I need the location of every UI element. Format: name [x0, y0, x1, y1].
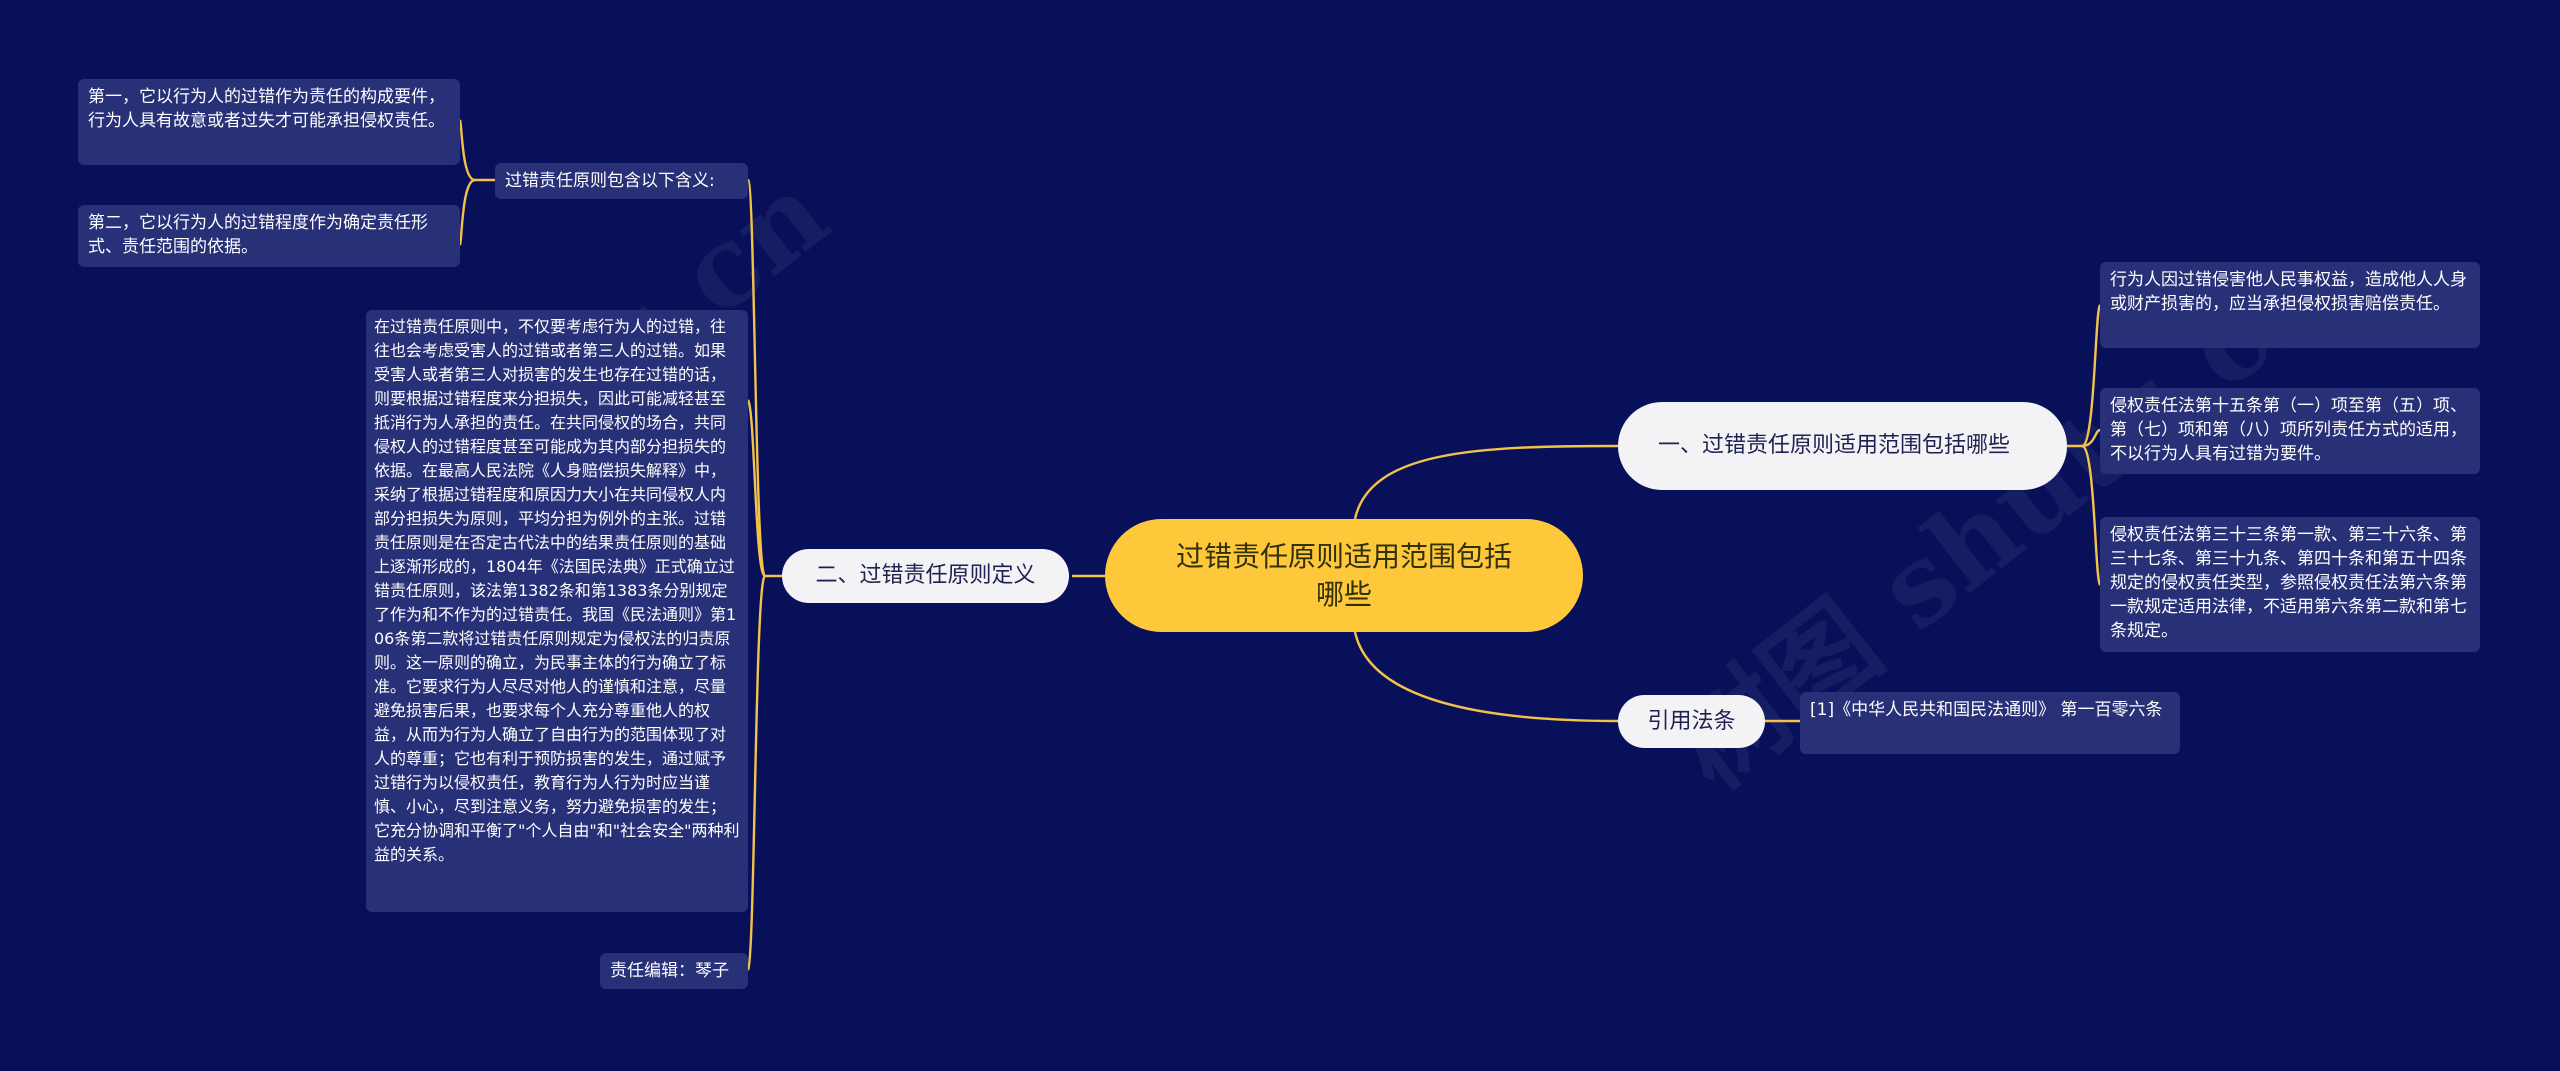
branch-definition[interactable]: 二、过错责任原则定义 — [782, 549, 1069, 603]
scope-leaf-3-text: 侵权责任法第三十三条第一款、第三十六条、第三十七条、第三十九条、第四十条和第五十… — [2110, 525, 2467, 641]
citation-leaf-1-text: [1]《中华人民共和国民法通则》 第一百零六条 — [1810, 700, 2163, 720]
meaning-leaf-1[interactable]: 第一，它以行为人的过错作为责任的构成要件，行为人具有故意或者过失才可能承担侵权责… — [78, 79, 460, 165]
meaning-label[interactable]: 过错责任原则包含以下含义: — [495, 163, 748, 199]
citation-leaf-1[interactable]: [1]《中华人民共和国民法通则》 第一百零六条 — [1800, 692, 2180, 754]
connector-root-citation — [1353, 631, 1619, 723]
meaning-leaf-2-text: 第二，它以行为人的过错程度作为确定责任形式、责任范围的依据。 — [88, 213, 428, 257]
root-topic[interactable]: 过错责任原则适用范围包括哪些 — [1105, 519, 1583, 632]
branch-citation-label: 引用法条 — [1647, 708, 1736, 734]
root-topic-label: 过错责任原则适用范围包括哪些 — [1175, 539, 1512, 611]
editor-note[interactable]: 责任编辑：琴子 — [600, 953, 748, 989]
branch-scope[interactable]: 一、过错责任原则适用范围包括哪些 — [1618, 402, 2067, 490]
branch-definition-label: 二、过错责任原则定义 — [815, 563, 1036, 588]
definition-text-body: 在过错责任原则中，不仅要考虑行为人的过错，往往也会考虑受害人的过错或者第三人的过… — [374, 317, 740, 864]
branch-scope-label: 一、过错责任原则适用范围包括哪些 — [1658, 433, 2011, 458]
meaning-leaf-2[interactable]: 第二，它以行为人的过错程度作为确定责任形式、责任范围的依据。 — [78, 205, 460, 267]
editor-note-text: 责任编辑：琴子 — [610, 961, 729, 981]
connector-meaning-leaves — [458, 119, 495, 182]
connector-scope-leaves — [2067, 304, 2102, 448]
meaning-label-text: 过错责任原则包含以下含义: — [505, 171, 715, 191]
definition-text[interactable]: 在过错责任原则中，不仅要考虑行为人的过错，往往也会考虑受害人的过错或者第三人的过… — [366, 310, 748, 912]
scope-leaf-2-text: 侵权责任法第十五条第（一）项至第（五）项、第（七）项和第（八）项所列责任方式的适… — [2110, 396, 2467, 464]
scope-leaf-1-text: 行为人因过错侵害他人民事权益，造成他人人身或财产损害的，应当承担侵权损害赔偿责任… — [2110, 270, 2467, 314]
connector-root-scope — [1353, 444, 1619, 520]
scope-leaf-3[interactable]: 侵权责任法第三十三条第一款、第三十六条、第三十七条、第三十九条、第四十条和第五十… — [2100, 517, 2480, 652]
scope-leaf-2[interactable]: 侵权责任法第十五条第（一）项至第（五）项、第（七）项和第（八）项所列责任方式的适… — [2100, 388, 2480, 474]
branch-citation[interactable]: 引用法条 — [1618, 695, 1765, 748]
meaning-leaf-1-text: 第一，它以行为人的过错作为责任的构成要件，行为人具有故意或者过失才可能承担侵权责… — [88, 87, 445, 131]
scope-leaf-1[interactable]: 行为人因过错侵害他人民事权益，造成他人人身或财产损害的，应当承担侵权损害赔偿责任… — [2100, 262, 2480, 348]
